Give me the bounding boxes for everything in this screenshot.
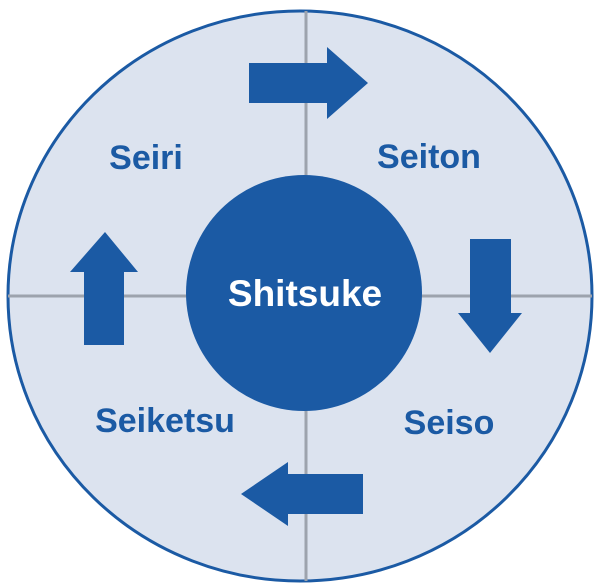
arrow-left-icon — [241, 462, 363, 526]
arrow-up-icon — [70, 232, 138, 345]
center-circle — [186, 175, 422, 411]
arrow-right-icon — [249, 47, 368, 119]
label-seiso: Seiso — [404, 404, 495, 442]
arrow-down-icon — [458, 239, 522, 353]
label-shitsuke: Shitsuke — [228, 273, 382, 314]
label-seiton: Seiton — [377, 138, 481, 176]
label-seiri: Seiri — [109, 139, 183, 177]
label-seiketsu: Seiketsu — [95, 402, 235, 440]
